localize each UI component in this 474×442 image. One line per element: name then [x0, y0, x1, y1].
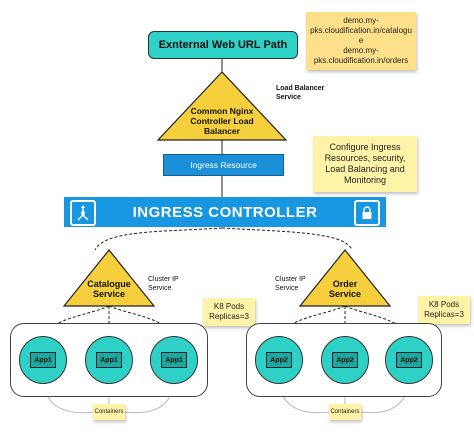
order-service-line-1: Order — [332, 279, 358, 289]
external-url-label: Exnternal Web URL Path — [158, 39, 288, 51]
order-pods-line-1: K8 Pods — [428, 300, 460, 309]
config-note-line-4: Monitoring — [343, 175, 386, 185]
order-app-pod: App2 — [385, 336, 433, 384]
catalogue-cluster-ip-line-2: Service — [148, 285, 172, 292]
catalogue-cluster-ip-label: Cluster IP Service — [148, 275, 179, 293]
catalogue-containers-label: Containers — [94, 409, 124, 415]
catalogue-service-line-2: Service — [92, 289, 126, 299]
load-balancer-side-label-2: Service — [276, 94, 301, 101]
catalogue-app-label: App1 — [30, 352, 56, 368]
external-url-box: Exnternal Web URL Path — [148, 31, 298, 59]
config-sticky-note: Configure Ingress Resources, security, L… — [313, 136, 417, 192]
catalogue-app-pod: App1 — [19, 336, 67, 384]
load-balancer-line-2: Controller Load — [190, 116, 254, 126]
load-balancer-line-3: Balancer — [204, 126, 240, 136]
url-note-line-3: e — [358, 36, 364, 45]
url-note-line-4: demo.my- — [343, 46, 379, 55]
url-note-line-1: demo.my- — [343, 16, 379, 25]
order-service-line-2: Service — [328, 289, 362, 299]
load-balancer-line-1: Common Nginx — [190, 106, 254, 116]
order-pods-line-2: Replicas=3 — [424, 310, 464, 319]
load-balancer-text: Common Nginx Controller Load Balancer — [176, 106, 268, 136]
connector-controller-order — [221, 227, 353, 251]
order-pods-sticky-note: K8 Pods Replicas=3 — [418, 296, 470, 324]
ingress-controller-label: INGRESS CONTROLLER — [132, 203, 318, 221]
ingress-controller-bar: INGRESS CONTROLLER — [64, 197, 386, 227]
catalogue-containers-note: Containers — [93, 404, 125, 420]
catalogue-cluster-ip-line-1: Cluster IP — [148, 276, 179, 283]
catalogue-pods-line-2: Replicas=3 — [209, 312, 249, 321]
url-note-line-2: pks.cloudification.in/catalogu — [310, 26, 412, 35]
order-containers-label: Containers — [330, 409, 360, 415]
connector-catalogue-app-right — [108, 305, 175, 339]
catalogue-app-pod: App1 — [150, 336, 198, 384]
url-note-line-5: pks.cloudification.in/orders — [313, 56, 409, 65]
connector-catalogue-app-left — [42, 305, 110, 339]
catalogue-pods-line-1: K8 Pods — [213, 302, 245, 311]
order-app-label: App2 — [396, 352, 422, 368]
load-balancer-side-label-1: Load Balancer — [276, 85, 325, 92]
ingress-resource-box: Ingress Resource — [163, 154, 284, 176]
order-cluster-ip-line-2: Service — [275, 285, 299, 292]
catalogue-app-label: App1 — [96, 352, 122, 368]
order-service-text: Order Service — [315, 279, 375, 299]
connector-controller-catalogue — [94, 227, 223, 251]
catalogue-pods-sticky-note: K8 Pods Replicas=3 — [203, 298, 255, 326]
order-containers-note: Containers — [329, 404, 361, 420]
order-app-pod: App2 — [255, 336, 303, 384]
connector-order-app-left — [278, 305, 346, 339]
catalogue-app-pod: App1 — [85, 336, 133, 384]
order-cluster-ip-label: Cluster IP Service — [275, 275, 306, 293]
order-app-label: App2 — [332, 352, 358, 368]
network-hub-icon — [70, 200, 96, 226]
config-note-line-2: Resources, security, — [324, 153, 406, 163]
catalogue-app-label: App1 — [161, 352, 187, 368]
url-sticky-note: demo.my- pks.cloudification.in/catalogu … — [306, 12, 416, 70]
ingress-resource-label: Ingress Resource — [190, 160, 257, 170]
config-note-line-3: Load Balancing and — [325, 164, 405, 174]
lock-icon — [354, 200, 380, 226]
order-app-label: App2 — [266, 352, 292, 368]
order-app-pod: App2 — [321, 336, 369, 384]
catalogue-service-line-1: Catalogue — [87, 279, 131, 289]
load-balancer-side-label: Load Balancer Service — [276, 84, 324, 102]
config-note-line-1: Configure Ingress — [329, 142, 401, 152]
catalogue-service-text: Catalogue Service — [74, 279, 144, 299]
order-cluster-ip-line-1: Cluster IP — [275, 276, 306, 283]
